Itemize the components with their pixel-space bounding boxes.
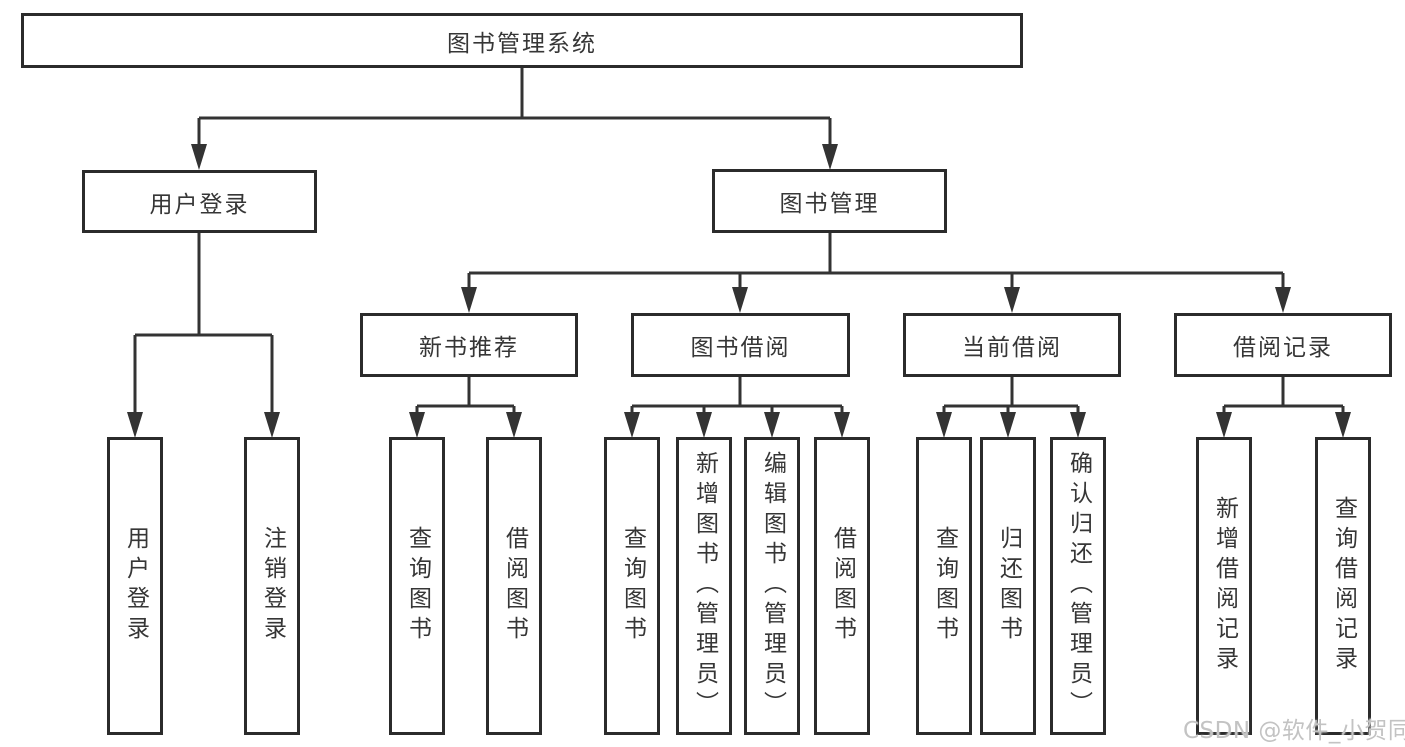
node-return-books: 归还图书 [980,437,1036,735]
node-new-book-recommend: 新书推荐 [360,313,578,377]
node-label: 借阅记录 [1233,335,1333,361]
arrow-icon [732,287,748,313]
node-label: 新书推荐 [419,335,519,361]
arrow-icon [696,412,712,438]
node-edit-books-admin: 编辑图书（管理员） [744,437,800,735]
arrow-icon [1004,287,1020,313]
arrow-icon [1000,412,1016,438]
node-label: 确认归还（管理员） [1065,451,1092,721]
node-logout: 注销登录 [244,437,300,735]
node-user-login: 用户登录 [107,437,163,735]
node-label: 新增图书（管理员） [691,451,718,721]
edge-root-to-level2 [197,68,832,162]
node-label: 借阅图书 [829,526,856,646]
arrow-icon [1070,412,1086,438]
node-book-borrowing: 图书借阅 [631,313,850,377]
arrow-icon [1216,412,1232,438]
node-label: 查询图书 [619,526,646,646]
node-recommend-borrow-books: 借阅图书 [486,437,542,735]
node-label: 新增借阅记录 [1211,496,1238,676]
arrow-icon [624,412,640,438]
arrow-icon [127,412,143,438]
edge-current-to-leaves [942,377,1080,430]
arrow-icon [936,412,952,438]
node-borrowing-records: 借阅记录 [1174,313,1392,377]
edge-user-login-to-leaves [133,233,274,430]
node-label: 图书管理 [779,191,880,217]
node-label: 用户登录 [149,191,250,218]
node-book-management: 图书管理 [712,169,947,233]
arrow-icon [191,144,207,170]
node-recommend-query-books: 查询图书 [389,437,445,735]
node-label: 归还图书 [995,526,1022,646]
edge-records-to-leaves [1222,377,1345,430]
node-label: 当前借阅 [962,335,1062,361]
node-label: 图书借阅 [690,335,791,361]
arrow-icon [409,412,425,438]
node-query-borrow-record: 查询借阅记录 [1315,437,1371,735]
arrow-icon [822,144,838,170]
arrow-icon [461,287,477,313]
arrow-icon [764,412,780,438]
node-label: 查询图书 [931,526,958,646]
node-label: 图书管理系统 [447,30,597,57]
node-label: 查询图书 [404,526,431,646]
node-confirm-return-admin: 确认归还（管理员） [1050,437,1106,735]
arrow-icon [1335,412,1351,438]
csdn-watermark: CSDN @软件_小贺同学 [1183,718,1405,744]
node-add-books-admin: 新增图书（管理员） [676,437,732,735]
edge-borrow-to-leaves [630,377,844,430]
arrow-icon [1275,287,1291,313]
node-current-query-books: 查询图书 [916,437,972,735]
node-library-management-system: 图书管理系统 [21,13,1023,68]
node-borrowing-query-books: 查询图书 [604,437,660,735]
node-user-login-group: 用户登录 [82,170,317,233]
arrow-icon [506,412,522,438]
node-label: 查询借阅记录 [1330,496,1357,676]
node-label: 注销登录 [259,526,286,646]
node-label: 借阅图书 [501,526,528,646]
arrow-icon [264,412,280,438]
node-label: 编辑图书（管理员） [759,451,786,721]
node-label: 用户登录 [122,526,149,646]
node-current-borrowing: 当前借阅 [903,313,1121,377]
node-add-borrow-record: 新增借阅记录 [1196,437,1252,735]
edge-book-mgmt-to-level3 [467,233,1285,305]
edge-recommend-to-leaves [415,377,516,430]
node-borrowing-borrow-books: 借阅图书 [814,437,870,735]
arrow-icon [834,412,850,438]
